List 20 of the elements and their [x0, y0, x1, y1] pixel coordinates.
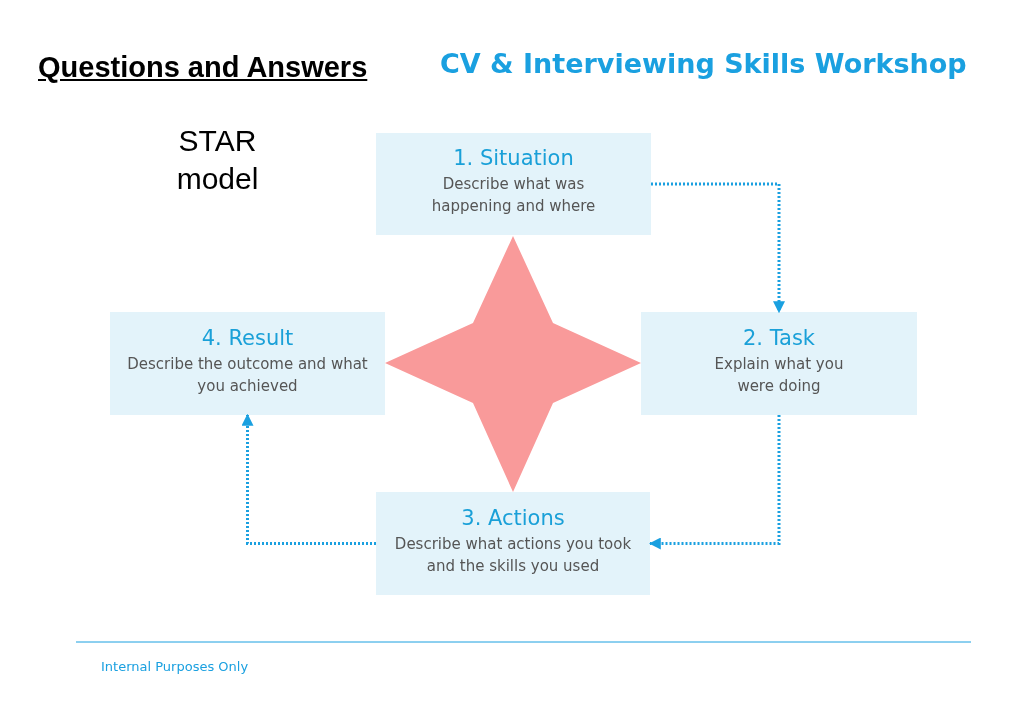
step-heading: 1. Situation	[453, 145, 574, 172]
model-label: STAR model	[175, 123, 260, 197]
subtitle: CV & Interviewing Skills Workshop	[440, 47, 968, 81]
dotted-arrow	[241, 413, 376, 545]
dotted-arrow	[651, 182, 785, 314]
dotted-arrow	[648, 415, 781, 550]
step-heading: 2. Task	[742, 324, 815, 352]
step-box	[376, 133, 651, 235]
step-heading: 3. Actions	[461, 504, 565, 532]
step-description: Describe what actions you took and the skills you used	[393, 533, 633, 577]
step-description: Explain what you were doing	[713, 353, 845, 397]
step-box	[376, 492, 650, 595]
step-box	[641, 312, 917, 415]
step-description: Describe what was happening and where	[430, 174, 597, 217]
footer-note: Internal Purposes Only	[101, 658, 249, 676]
star-shape	[385, 236, 641, 492]
step-box	[110, 312, 385, 415]
page-title: Questions and Answers	[38, 50, 368, 85]
step-heading: 4. Result	[201, 324, 294, 352]
step-description: Describe the outcome and what you achieved	[126, 353, 369, 397]
